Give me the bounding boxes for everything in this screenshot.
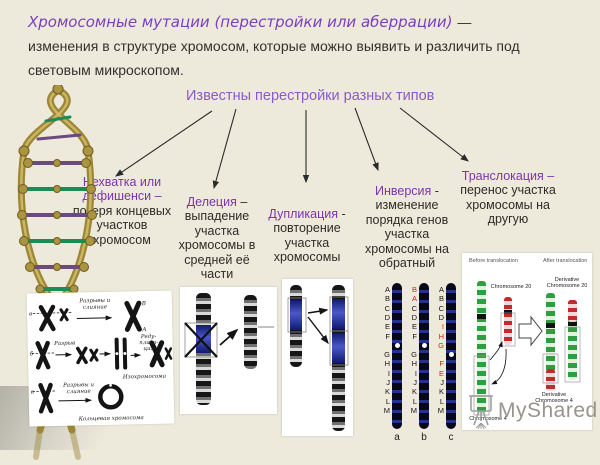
letters-c-bottom: J K L M	[437, 378, 444, 416]
type-translocation-desc: перенос участка хромосомы на другую	[460, 183, 556, 227]
transformation-arrow	[518, 315, 543, 347]
karyotype-diagram-panel: Разрывы и слияние в B А б Разрыв Реду- п…	[26, 290, 175, 427]
inversion-letters-b: B A C D E F G H I J K L M	[405, 285, 417, 415]
label-reduplication-1: Реду-	[140, 334, 157, 340]
centromere-dot-a	[394, 343, 400, 348]
derivative-20-centromere	[568, 322, 577, 326]
letters-a-bottom: G H I J K L M	[383, 350, 390, 416]
inversion-diagram: A B C D E F G H I J K L M a B A C D E F …	[372, 280, 458, 445]
marker-b: б	[30, 350, 34, 357]
column-label-c: c	[448, 432, 454, 443]
duplicated-segment-source	[290, 300, 302, 330]
label-reduplication-3: ция	[143, 346, 155, 352]
label-reduplication-2: плика-	[139, 340, 158, 346]
label-breaks-fusion-3: Разрывы и	[62, 382, 95, 389]
label-break: Разрыв	[53, 341, 75, 347]
label-breaks-fusion-1: Разрывы и	[78, 298, 111, 305]
marker-v2: в	[31, 389, 34, 395]
inversion-letters-c: A B C D I H G F E J K L M	[432, 285, 444, 415]
watermark-text: MyShared	[498, 399, 598, 422]
after-translocation-caption: After translocation	[543, 258, 588, 264]
type-inversion-desc: - изменение порядка генов участка хромос…	[365, 184, 449, 270]
inversion-letters-a: A B C D E F G H I J K L M	[378, 285, 390, 415]
letters-b-top: C D E F	[411, 303, 417, 341]
marker-v1: в	[29, 311, 32, 317]
chromosome-20	[504, 297, 512, 345]
slide-title: Хромосомные мутации (перестройки или абе…	[28, 11, 540, 83]
column-label-a: a	[394, 432, 400, 443]
letters-b-inverted: B A	[411, 285, 417, 304]
projector-screen-icon	[469, 395, 493, 429]
translocation-diagram-panel: Before translocation After translocation…	[462, 253, 592, 430]
derivative-chromosome-20	[568, 300, 577, 380]
chromosome-20-centromere	[504, 310, 512, 314]
derivative-chromosome-4	[546, 293, 555, 391]
chromosome-4	[477, 281, 486, 415]
duplication-diagram-panel	[282, 279, 353, 436]
letters-b-bottom: G H I J K L M	[410, 350, 417, 416]
type-deficiency: Нехватка или дефишенси – потеря концевых…	[72, 175, 172, 247]
chromosome-bar-a	[392, 283, 402, 429]
title-accent-text: Хромосомные мутации (перестройки или абе…	[28, 13, 453, 31]
type-deletion: Делеция – выпадение участка хромосомы в …	[169, 195, 265, 281]
label-ring-chromosome: Кольцевая хромосома	[78, 415, 144, 422]
letter-A: А	[141, 327, 146, 333]
type-deletion-name: Делеция	[186, 195, 237, 209]
chromosome-4-centromere	[477, 314, 486, 319]
type-deletion-desc: – выпадение участка хромосомы в средней …	[178, 195, 256, 281]
type-deficiency-desc: потеря концевых участков хромосом	[72, 203, 172, 247]
type-duplication-name: Дупликация	[268, 207, 338, 221]
inversion-column-c: A B C D I H G F E J K L M c	[432, 283, 462, 443]
type-translocation: Транслокация – перенос участка хромосомы…	[448, 169, 568, 227]
type-duplication: Дупликация - повторение участка хромосом…	[257, 207, 357, 265]
type-deficiency-name: Нехватка или дефишенси –	[82, 175, 162, 204]
derivative-20-red-top	[568, 300, 577, 322]
derivative-chromosome-4-label: Derivative Chromosome 4	[535, 392, 573, 404]
type-translocation-name: Транслокация –	[461, 169, 555, 183]
letters-c-top: A B C D	[438, 285, 444, 323]
inversion-column-b: B A C D E F G H I J K L M b	[405, 283, 435, 443]
dna-helix-illustration	[17, 85, 97, 460]
deletion-diagram-panel	[180, 287, 277, 414]
translocation-annotations	[473, 312, 581, 416]
label-isochromosome: Изохромосома	[122, 374, 166, 381]
chromosome-20-label: Chromosome 20	[490, 284, 532, 290]
letters-c-inverted-top: I H G	[438, 322, 444, 351]
deletion-annotations	[184, 322, 274, 358]
type-inversion-name: Инверсия	[375, 184, 432, 198]
inversion-column-a: A B C D E F G H I J K L M a	[378, 283, 408, 443]
centromere-dot-b	[421, 343, 427, 348]
centromere-dot-c	[448, 352, 454, 357]
derivative-4-centromere	[546, 323, 555, 328]
slide: { "slide": { "title_accent": "Хромосомны…	[0, 11, 598, 460]
duplicated-segment-copy-1	[332, 299, 345, 329]
label-breaks-fusion-2: слияние	[83, 304, 108, 311]
chromosome-bar-b	[419, 283, 429, 429]
letters-a-top: A B C D E F	[384, 285, 390, 341]
title-rest-text: — изменения в структуре хромосом, которы…	[28, 14, 520, 78]
duplication-annotations	[287, 296, 349, 366]
before-translocation-caption: Before translocation	[469, 258, 518, 264]
myshared-watermark: MyShared	[466, 393, 598, 429]
duplicated-segment-copy-2	[332, 333, 345, 363]
type-inversion: Инверсия - изменение порядка генов участ…	[352, 184, 462, 270]
deletion-chromosome-after	[244, 295, 257, 369]
karyotype-diagram: Разрывы и слияние в B А б Разрыв Реду- п…	[29, 298, 173, 422]
letters-c-inverted-mid: F E	[438, 359, 444, 378]
type-duplication-desc: - повторение участка хромосомы	[273, 207, 346, 265]
derivative-chromosome-20-label: Derivative Chromosome 20	[546, 277, 588, 289]
column-label-b: b	[421, 432, 427, 443]
translocated-red-segment	[546, 369, 555, 391]
label-breaks-fusion-4: слияние	[67, 389, 92, 396]
letter-B: B	[141, 301, 146, 307]
section-heading: Известны перестройки разных типов	[186, 88, 435, 104]
